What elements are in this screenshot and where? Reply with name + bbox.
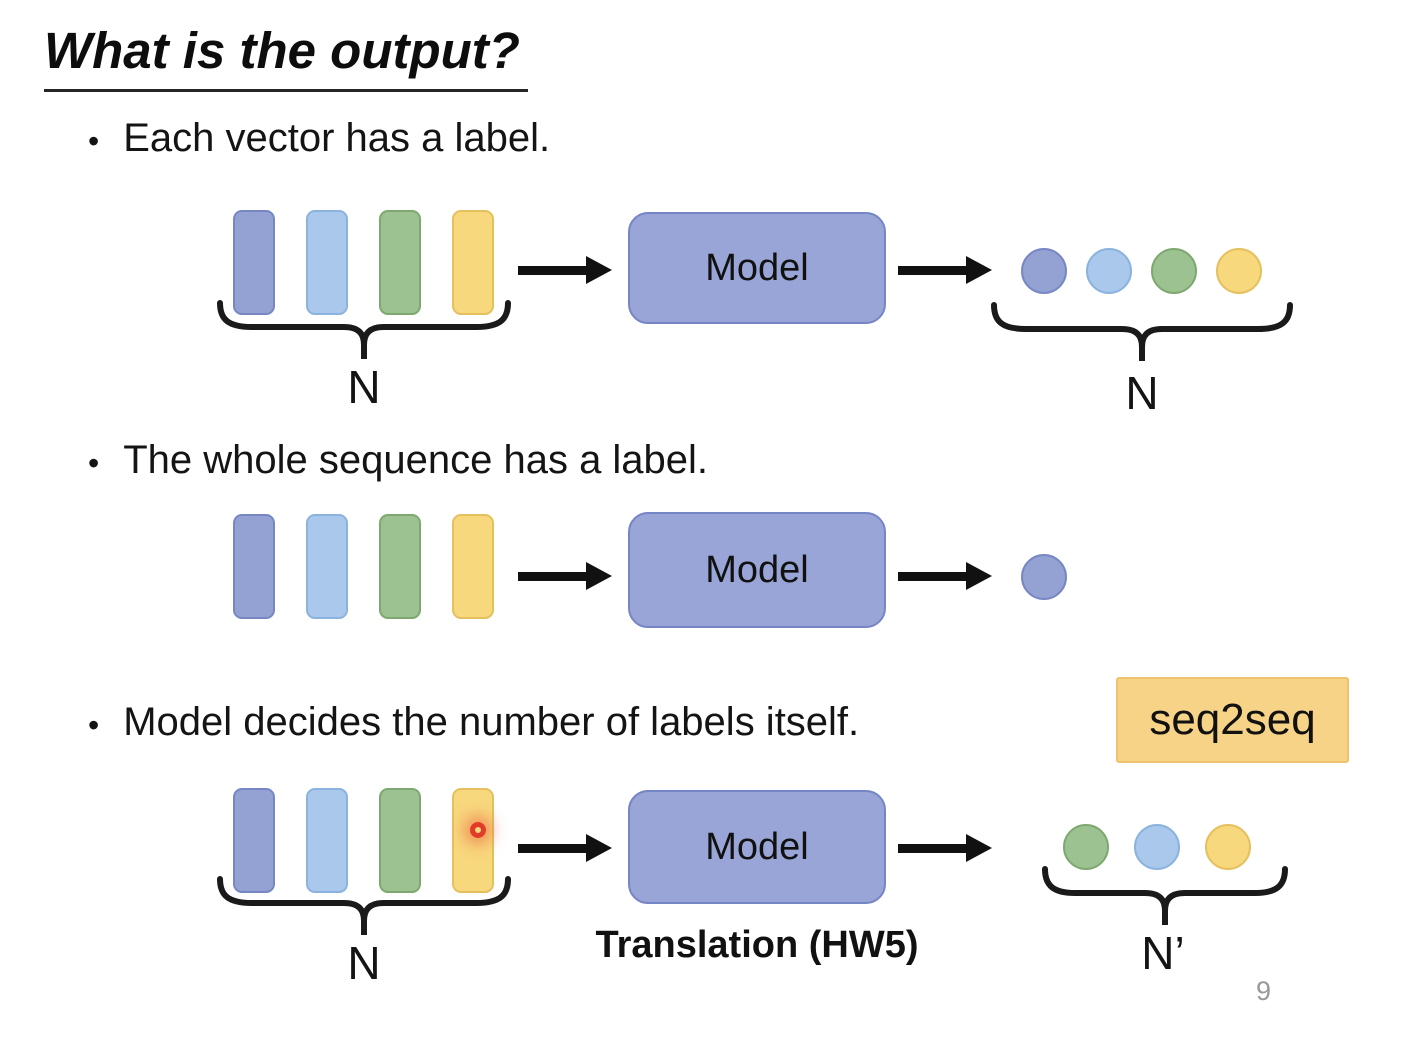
model-box-row1: Model <box>628 212 886 324</box>
input-count-brace-row3 <box>217 876 511 935</box>
arrow-head <box>586 256 612 284</box>
lightblue-vector <box>306 788 348 893</box>
arrow-right-icon <box>898 562 992 590</box>
arrow-right-icon <box>518 256 612 284</box>
input-count-label-row1: N <box>347 361 381 413</box>
laser-pointer-dot <box>470 822 486 838</box>
green-vector <box>379 788 421 893</box>
green-label-dot <box>1063 824 1109 870</box>
arrow-shaft <box>518 844 588 853</box>
yellow-label-dot <box>1216 248 1262 294</box>
yellow-vector <box>452 788 494 893</box>
arrow-head <box>966 834 992 862</box>
blue-label-dot <box>1021 248 1067 294</box>
yellow-vector <box>452 210 494 315</box>
yellow-vector <box>452 514 494 619</box>
green-vector <box>379 514 421 619</box>
bullet-each-vector-has-label: • Each vector has a label. <box>88 116 550 166</box>
output-label-group-row3 <box>1063 824 1251 870</box>
page-title: What is the output? <box>44 20 528 93</box>
bullet-marker: • <box>88 123 100 159</box>
input-vector-group-row1 <box>233 210 494 315</box>
blue-vector <box>233 210 275 315</box>
arrow-right-icon <box>898 834 992 862</box>
lightblue-label-dot <box>1134 824 1180 870</box>
output-count-brace-row3 <box>1042 866 1288 925</box>
blue-label-dot <box>1021 554 1067 600</box>
bullet-whole-sequence-has-label: • The whole sequence has a label. <box>88 438 708 488</box>
arrow-shaft <box>518 572 588 581</box>
bullet-marker: • <box>88 707 100 743</box>
lightblue-label-dot <box>1086 248 1132 294</box>
blue-vector <box>233 788 275 893</box>
bullet-model-decides-labels: • Model decides the number of labels its… <box>88 700 859 750</box>
model-label: Model <box>705 246 809 289</box>
model-box-row2: Model <box>628 512 886 628</box>
translation-caption: Translation (HW5) <box>595 924 919 966</box>
arrow-head <box>586 834 612 862</box>
output-count-brace-row1 <box>991 302 1293 361</box>
input-vector-group-row2 <box>233 514 494 619</box>
arrow-shaft <box>898 266 968 275</box>
input-count-label-row3: N <box>347 937 381 989</box>
green-label-dot <box>1151 248 1197 294</box>
arrow-shaft <box>518 266 588 275</box>
output-count-label-row3: N’ <box>1141 927 1185 979</box>
seq2seq-tag-label: seq2seq <box>1149 695 1316 744</box>
yellow-label-dot <box>1205 824 1251 870</box>
input-count-brace-row1 <box>217 300 511 359</box>
input-vector-group-row3 <box>233 788 494 893</box>
lightblue-vector <box>306 210 348 315</box>
arrow-head <box>586 562 612 590</box>
bullet-marker: • <box>88 445 100 481</box>
output-label-group-row2 <box>1021 554 1067 600</box>
output-count-label-row1: N <box>1125 367 1159 419</box>
arrow-right-icon <box>518 834 612 862</box>
bullet-text: The whole sequence has a label. <box>123 438 709 482</box>
blue-vector <box>233 514 275 619</box>
arrow-right-icon <box>898 256 992 284</box>
green-vector <box>379 210 421 315</box>
output-label-group-row1 <box>1021 248 1262 294</box>
bullet-text: Each vector has a label. <box>123 116 551 160</box>
lightblue-vector <box>306 514 348 619</box>
arrow-shaft <box>898 572 968 581</box>
arrow-head <box>966 562 992 590</box>
bullet-text: Model decides the number of labels itsel… <box>123 700 860 744</box>
arrow-head <box>966 256 992 284</box>
page-number: 9 <box>1256 976 1272 1006</box>
arrow-right-icon <box>518 562 612 590</box>
model-label: Model <box>705 825 809 868</box>
arrow-shaft <box>898 844 968 853</box>
model-box-row3: Model <box>628 790 886 904</box>
seq2seq-tag: seq2seq <box>1116 677 1349 763</box>
model-label: Model <box>705 548 809 591</box>
